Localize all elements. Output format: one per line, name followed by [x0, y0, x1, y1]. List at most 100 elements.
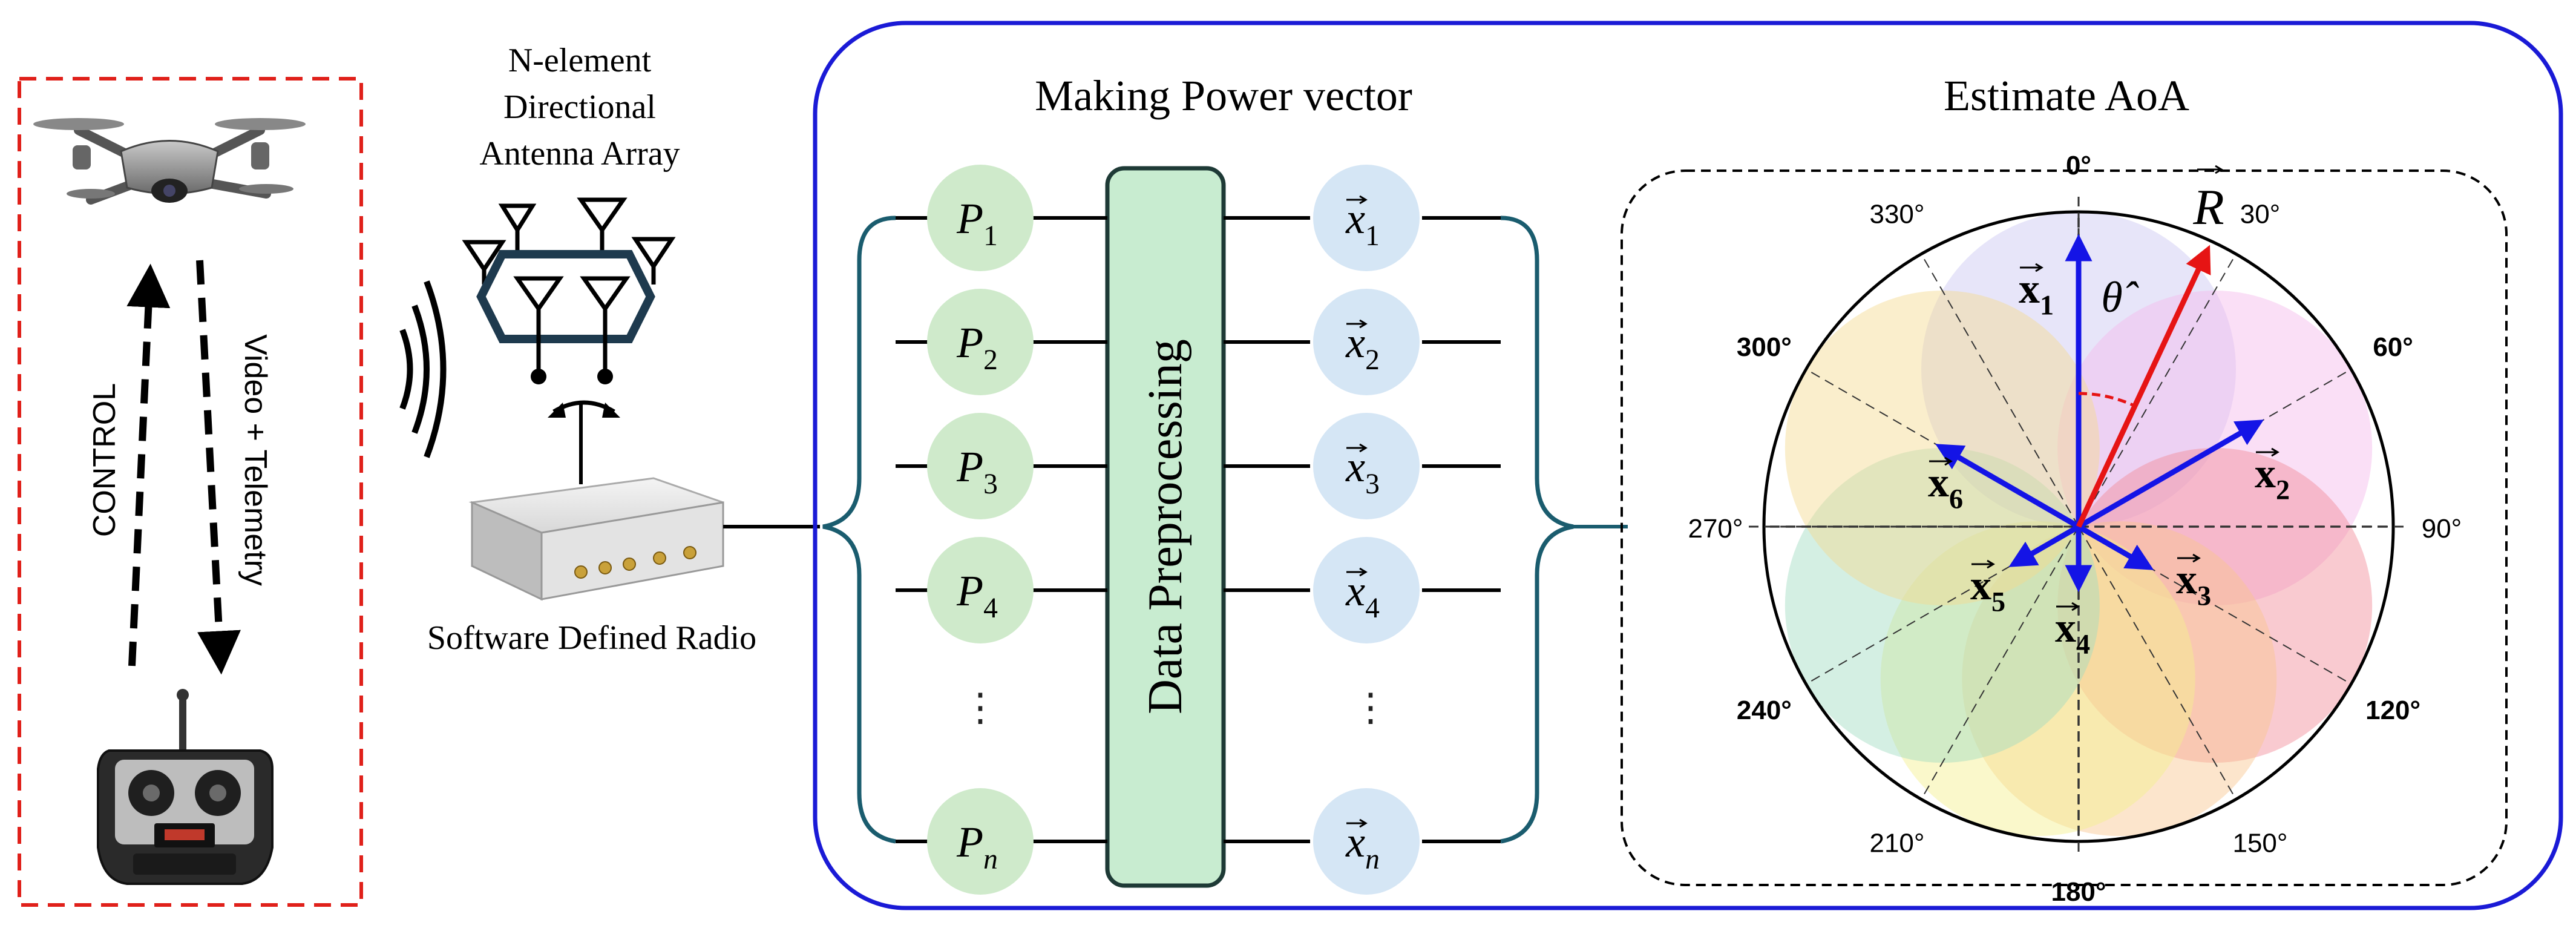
power-label-4-base: P: [956, 567, 983, 615]
aoa-section: Estimate AoA 0° 30° 60° 90° 120° 150° 180° 210°…: [1621, 71, 2508, 907]
power-label-1: P1: [956, 194, 998, 252]
power-label-2-base: P: [956, 318, 983, 367]
power-vector-section: Making Power vector Data Preprocessing P…: [896, 71, 1501, 895]
power-label-4: P4: [956, 567, 998, 624]
antenna-array: N-element Directional Antenna Array: [399, 42, 680, 484]
polar-gridline: [2078, 254, 2237, 527]
vector-label-1-sub: 1: [1365, 220, 1380, 252]
sdr-label: Software Defined Radio: [427, 619, 756, 657]
angle-label: 300°: [1737, 332, 1792, 362]
angle-label: 90°: [2422, 514, 2462, 544]
resultant-label: R: [2192, 179, 2224, 235]
power-label-2-sub: 2: [983, 344, 998, 376]
polar-vector-label-2: x2: [2255, 450, 2290, 505]
polar-vector-label-2-base: x: [2255, 450, 2276, 497]
vector-label-3-sub: 3: [1365, 469, 1380, 500]
preprocessing-label: Data Preprocessing: [1139, 339, 1192, 714]
polar-vector-label-5-sub: 5: [1991, 587, 2005, 617]
theta-arc: [2078, 392, 2136, 407]
angle-label: 150°: [2232, 829, 2287, 858]
vector-node: [1313, 165, 1420, 271]
right-brace: [1500, 215, 1574, 844]
polar-gridline: [2078, 526, 2237, 800]
power-vector-title: Making Power vector: [1035, 71, 1412, 120]
vector-label-n-sub: n: [1365, 844, 1380, 875]
polar-vector-label-3-sub: 3: [2197, 581, 2211, 611]
power-label-4-sub: 4: [983, 593, 998, 624]
power-label-n: Pn: [956, 818, 998, 875]
angle-label: 210°: [1869, 829, 1924, 858]
control-arrow: [126, 263, 171, 666]
telemetry-arrow: [196, 260, 241, 675]
vector-label-2-sub: 2: [1365, 344, 1380, 376]
angle-label: 180°: [2051, 877, 2106, 907]
polar-vector-label-1: x1: [2019, 266, 2054, 321]
angle-label: 30°: [2240, 199, 2281, 229]
processing-frame: [813, 21, 2563, 910]
vector-node: [1313, 413, 1420, 519]
polar-vector-label-6-sub: 6: [1949, 484, 1963, 515]
radio-waves-icon: [399, 280, 447, 458]
polar-vector-label-6-base: x: [1928, 459, 1949, 506]
drone-control-panel: CONTROL Video + Telemetry: [18, 77, 363, 907]
power-label-1-base: P: [956, 194, 983, 243]
vector-arrow: [2077, 524, 2154, 570]
power-node: [927, 537, 1034, 643]
vector-arrow: [1935, 444, 2080, 529]
antenna-elements-icon: [462, 197, 676, 375]
control-label: CONTROL: [87, 383, 122, 537]
power-label-n-sub: n: [983, 844, 998, 875]
vector-label-4-sub: 4: [1365, 593, 1380, 624]
preprocessing-block: [1105, 166, 1226, 888]
dashed-red-frame: [18, 77, 363, 907]
polar-vector-label-1-base: x: [2019, 266, 2040, 312]
power-label-2: P2: [956, 318, 998, 376]
polar-vector-label-5-base: x: [1970, 562, 1991, 609]
polar-vector-label-4: x4: [2055, 605, 2090, 660]
power-node: [927, 289, 1034, 395]
power-ellipsis: ⋮: [961, 686, 1000, 729]
telemetry-label: Video + Telemetry: [238, 334, 273, 586]
power-label-1-sub: 1: [983, 220, 998, 252]
power-node: [927, 413, 1034, 519]
angle-label: 330°: [1869, 199, 1924, 229]
power-label-n-base: P: [956, 818, 983, 866]
polar-vector-label-4-base: x: [2055, 605, 2076, 651]
vector-node: [1313, 537, 1420, 643]
antenna-title-line-1: N-element: [508, 42, 652, 79]
polar-vector-label-1-sub: 1: [2040, 290, 2054, 321]
radiation-lobe: [1962, 521, 2277, 837]
vector-arrow: [2077, 419, 2264, 529]
power-label-3-sub: 3: [983, 469, 998, 500]
angle-label: 120°: [2365, 696, 2420, 725]
power-label-3: P3: [956, 442, 998, 500]
vector-node: [1313, 289, 1420, 395]
polar-vector-label-6: x6: [1928, 459, 1963, 515]
angle-label: 0°: [2066, 151, 2091, 180]
polar-plot: 0°30°60°90°120°150°180°210°240°270°300°3…: [1688, 151, 2462, 907]
vector-ellipsis: ⋮: [1351, 686, 1390, 729]
antenna-title-line-3: Antenna Array: [479, 135, 680, 173]
polar-gridline: [1921, 526, 2079, 800]
aoa-dashed-frame: [1621, 169, 2508, 886]
left-brace: [822, 215, 896, 844]
polar-gridline: [1921, 254, 2079, 527]
rc-controller-icon: [97, 689, 274, 885]
polar-outer-circle: [1762, 210, 2395, 843]
vector-arrow: [2008, 524, 2080, 567]
vector-node: [1313, 788, 1420, 895]
antenna-title-line-2: Directional: [503, 88, 656, 126]
polar-vector-label-5: x5: [1970, 562, 2005, 617]
polar-vector-label-4-sub: 4: [2076, 629, 2090, 660]
radiation-lobe: [1880, 521, 2195, 837]
power-node: [927, 165, 1034, 271]
angle-label: 60°: [2373, 332, 2413, 362]
software-defined-radio: Software Defined Radio: [427, 477, 820, 657]
angle-label: 270°: [1688, 514, 1743, 544]
power-node: [927, 788, 1034, 895]
resultant-arrow: [2076, 245, 2211, 528]
polar-vector-label-3: x3: [2176, 556, 2211, 611]
aoa-title: Estimate AoA: [1944, 71, 2189, 120]
